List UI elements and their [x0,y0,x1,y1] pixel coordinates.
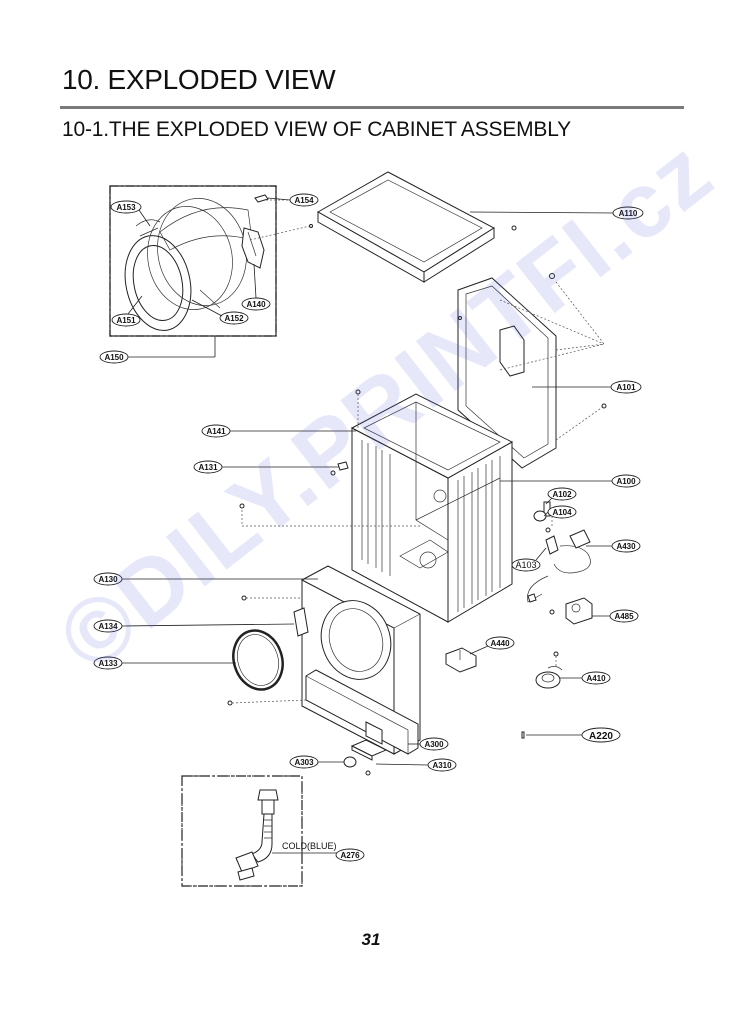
svg-text:A410: A410 [586,674,606,683]
label-a300: A300 [408,737,449,751]
pump-part [549,597,593,625]
svg-text:A310: A310 [432,761,452,770]
inlet-hose-inset [181,775,303,887]
knob-part [343,756,357,768]
gasket-ring [232,629,284,691]
label-a220: A220 [521,727,621,743]
label-a130: A130 [93,572,318,586]
label-a140: A140 [241,263,271,311]
svg-text:A485: A485 [614,612,634,621]
label-a485: A485 [592,609,639,623]
page-number: 31 [361,930,381,949]
label-a303: A303 [289,755,344,769]
label-a310: A310 [375,758,457,772]
label-a151: A151 [111,295,143,327]
page-title: 10. EXPLODED VIEW [62,64,336,95]
door-assembly-inset [109,185,313,337]
label-a153: A153 [110,200,151,227]
sensor-part [535,651,563,689]
svg-text:A220: A220 [589,731,613,742]
latch-part [293,607,309,637]
label-a104: A104 [543,505,577,519]
title-rule [60,106,684,109]
label-a141: A141 [201,424,356,438]
cold-blue-note: COLD(BLUE) [272,841,338,854]
svg-text:A430: A430 [616,542,636,551]
svg-text:A440: A440 [490,639,510,648]
cabinet-body [239,389,514,623]
svg-text:A133: A133 [98,659,118,668]
label-a154: A154 [267,193,319,207]
section-title: 10-1.THE EXPLODED VIEW OF CABINET ASSEMB… [62,118,571,141]
svg-text:A153: A153 [116,203,136,212]
svg-text:A303: A303 [294,758,314,767]
label-a101: A101 [532,380,642,394]
svg-text:A131: A131 [198,463,218,472]
svg-text:A110: A110 [619,209,638,218]
svg-text:A104: A104 [552,508,572,517]
label-a110: A110 [469,206,644,220]
svg-text:A130: A130 [98,575,118,584]
svg-text:A151: A151 [116,316,136,325]
svg-text:A101: A101 [616,383,636,392]
label-a440: A440 [469,636,515,655]
svg-text:A152: A152 [224,314,244,323]
lower-panel [227,669,419,755]
label-a102: A102 [545,487,577,505]
svg-text:A134: A134 [98,622,118,631]
svg-text:A300: A300 [424,740,444,749]
svg-text:A150: A150 [104,353,124,362]
back-panel [457,273,607,469]
svg-text:A154: A154 [294,196,314,205]
svg-text:A100: A100 [616,477,636,486]
label-a152: A152 [191,299,249,325]
label-a276: A276 [335,848,365,862]
label-a131: A131 [193,460,349,476]
label-a133: A133 [93,656,236,670]
label-a150: A150 [99,336,216,364]
drain-cover [350,739,388,776]
svg-text:A140: A140 [246,300,266,309]
label-a430: A430 [586,539,641,553]
svg-text:A102: A102 [552,490,572,499]
switch-part [445,647,477,673]
svg-text:COLD(BLUE): COLD(BLUE) [282,841,337,851]
svg-text:A141: A141 [206,427,226,436]
svg-text:A276: A276 [340,851,360,860]
label-a100: A100 [500,474,641,488]
top-plate [316,171,495,283]
label-a134: A134 [93,619,295,633]
svg-text:A103: A103 [515,560,536,570]
label-a410: A410 [560,671,611,685]
label-a103: A103 [511,547,547,572]
